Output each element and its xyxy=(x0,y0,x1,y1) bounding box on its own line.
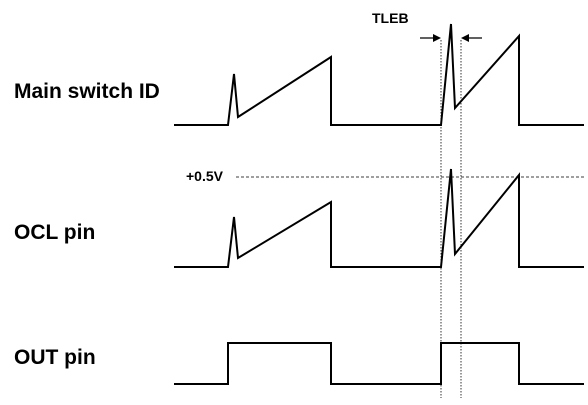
ocl-pin-waveform xyxy=(174,168,584,268)
tleb-left-arrow xyxy=(420,34,441,42)
threshold-label: +0.5V xyxy=(186,168,223,184)
out-pin-waveform xyxy=(174,342,584,385)
main-switch-id-waveform xyxy=(174,23,584,126)
ocl-pin-label: OCL pin xyxy=(14,221,96,244)
main-switch-id-label: Main switch ID xyxy=(14,80,160,103)
tleb-right-arrow xyxy=(461,34,482,42)
tleb-label: TLEB xyxy=(372,10,409,26)
out-pin-label: OUT pin xyxy=(14,346,96,369)
